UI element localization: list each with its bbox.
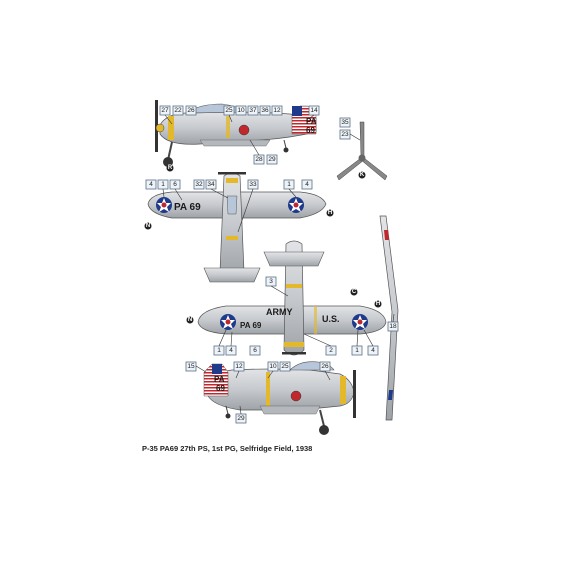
svg-text:N: N xyxy=(188,317,192,323)
svg-text:26: 26 xyxy=(321,363,329,370)
callout-box-lower-10: 10 xyxy=(267,361,279,372)
svg-text:27: 27 xyxy=(161,107,169,114)
svg-text:25: 25 xyxy=(225,107,233,114)
svg-text:1: 1 xyxy=(287,181,291,188)
callout-box-top-4: 4 xyxy=(145,179,157,190)
svg-text:2: 2 xyxy=(329,347,333,354)
svg-text:35: 35 xyxy=(341,119,349,126)
callout-box-bottom-1: 1 xyxy=(213,345,225,356)
svg-text:4: 4 xyxy=(305,181,309,188)
svg-text:N: N xyxy=(146,223,150,229)
callout-box-bottom-6: 6 xyxy=(249,345,261,356)
callout-box-27: 27 xyxy=(159,105,171,116)
callout-box-25: 25 xyxy=(223,105,235,116)
svg-text:K: K xyxy=(360,172,365,178)
svg-text:1: 1 xyxy=(161,181,165,188)
svg-text:15: 15 xyxy=(187,363,195,370)
callout-box-top-1: 1 xyxy=(157,179,169,190)
callout-box-36: 36 xyxy=(259,105,271,116)
svg-text:18: 18 xyxy=(389,323,397,330)
callout-box-26: 26 xyxy=(185,105,197,116)
propeller-front-view xyxy=(336,121,388,181)
upper-main-wheel xyxy=(163,157,173,167)
callout-box-15: 15 xyxy=(185,361,197,372)
svg-text:28: 28 xyxy=(255,156,263,163)
side-view-lower: PA 69 xyxy=(203,361,356,435)
svg-text:12: 12 xyxy=(235,363,243,370)
svg-text:14: 14 xyxy=(310,107,318,114)
svg-text:H: H xyxy=(328,210,332,216)
callout-box-10: 10 xyxy=(235,105,247,116)
callout-box-bottom-1b: 1 xyxy=(351,345,363,356)
callout-box-bottom-4b: 4 xyxy=(367,345,379,356)
callout-box-lower-25: 25 xyxy=(279,361,291,372)
callout-box-12: 12 xyxy=(271,105,283,116)
svg-text:10: 10 xyxy=(237,107,245,114)
callout-box-lower-29: 29 xyxy=(235,413,247,424)
callout-box-3: 3 xyxy=(265,276,277,287)
lower-main-wheel xyxy=(319,425,329,435)
svg-text:34: 34 xyxy=(207,181,215,188)
lower-fuselage-number: 69 xyxy=(216,384,225,393)
svg-text:33: 33 xyxy=(249,181,257,188)
callout-box-34: 34 xyxy=(205,179,217,190)
svg-text:R: R xyxy=(168,165,173,171)
svg-text:1: 1 xyxy=(217,347,221,354)
callout-box-28: 28 xyxy=(253,154,265,165)
callout-box-22: 22 xyxy=(172,105,184,116)
top-view-wing-code: PA 69 xyxy=(174,202,201,213)
callout-box-bottom-4: 4 xyxy=(225,345,237,356)
view-letter-k xyxy=(358,171,366,179)
upper-fuselage-code: PA xyxy=(306,117,317,126)
svg-text:25: 25 xyxy=(281,363,289,370)
callout-box-23: 23 xyxy=(339,129,351,140)
svg-text:37: 37 xyxy=(249,107,257,114)
callout-box-37: 37 xyxy=(247,105,259,116)
callout-box-top-6: 6 xyxy=(169,179,181,190)
svg-text:H: H xyxy=(376,301,380,307)
callout-box-33: 33 xyxy=(247,179,259,190)
lower-fuselage-code: PA xyxy=(214,375,225,384)
callout-box-lower-26: 26 xyxy=(319,361,331,372)
bottom-view-us: U.S. xyxy=(322,314,340,324)
side-view-upper: PA 69 xyxy=(155,100,317,167)
bottom-view: PA 69 ARMY U.S. xyxy=(197,240,387,356)
callout-box-top-1b: 1 xyxy=(283,179,295,190)
svg-text:10: 10 xyxy=(269,363,277,370)
callout-box-29: 29 xyxy=(266,154,278,165)
svg-text:4: 4 xyxy=(149,181,153,188)
svg-text:36: 36 xyxy=(261,107,269,114)
svg-text:23: 23 xyxy=(341,131,349,138)
diagram-caption: P-35 PA69 27th PS, 1st PG, Selfridge Fie… xyxy=(142,444,313,453)
upper-fuselage-number: 69 xyxy=(306,126,315,135)
callout-box-35: 35 xyxy=(339,117,351,128)
svg-text:22: 22 xyxy=(174,107,182,114)
upper-cowl-band xyxy=(168,116,174,140)
callout-box-lower-12: 12 xyxy=(233,361,245,372)
top-view: PA 69 xyxy=(147,172,327,283)
svg-text:6: 6 xyxy=(253,347,257,354)
svg-text:29: 29 xyxy=(237,415,245,422)
svg-text:26: 26 xyxy=(187,107,195,114)
callout-box-2: 2 xyxy=(325,345,337,356)
svg-text:29: 29 xyxy=(268,156,276,163)
wing-edge-view xyxy=(379,215,399,421)
view-letter-r xyxy=(166,164,174,172)
svg-text:12: 12 xyxy=(273,107,281,114)
svg-text:4: 4 xyxy=(371,347,375,354)
svg-text:4: 4 xyxy=(229,347,233,354)
svg-text:3: 3 xyxy=(269,278,273,285)
callout-box-32: 32 xyxy=(193,179,205,190)
bottom-view-wing-code: PA 69 xyxy=(240,321,262,330)
callout-box-14: 14 xyxy=(308,105,320,116)
svg-text:32: 32 xyxy=(195,181,203,188)
lower-fuselage xyxy=(207,368,355,411)
svg-text:1: 1 xyxy=(355,347,359,354)
bottom-view-army: ARMY xyxy=(266,307,293,317)
callout-box-top-4b: 4 xyxy=(301,179,313,190)
svg-text:6: 6 xyxy=(173,181,177,188)
svg-text:C: C xyxy=(352,289,357,295)
callout-box-18: 18 xyxy=(387,321,399,332)
